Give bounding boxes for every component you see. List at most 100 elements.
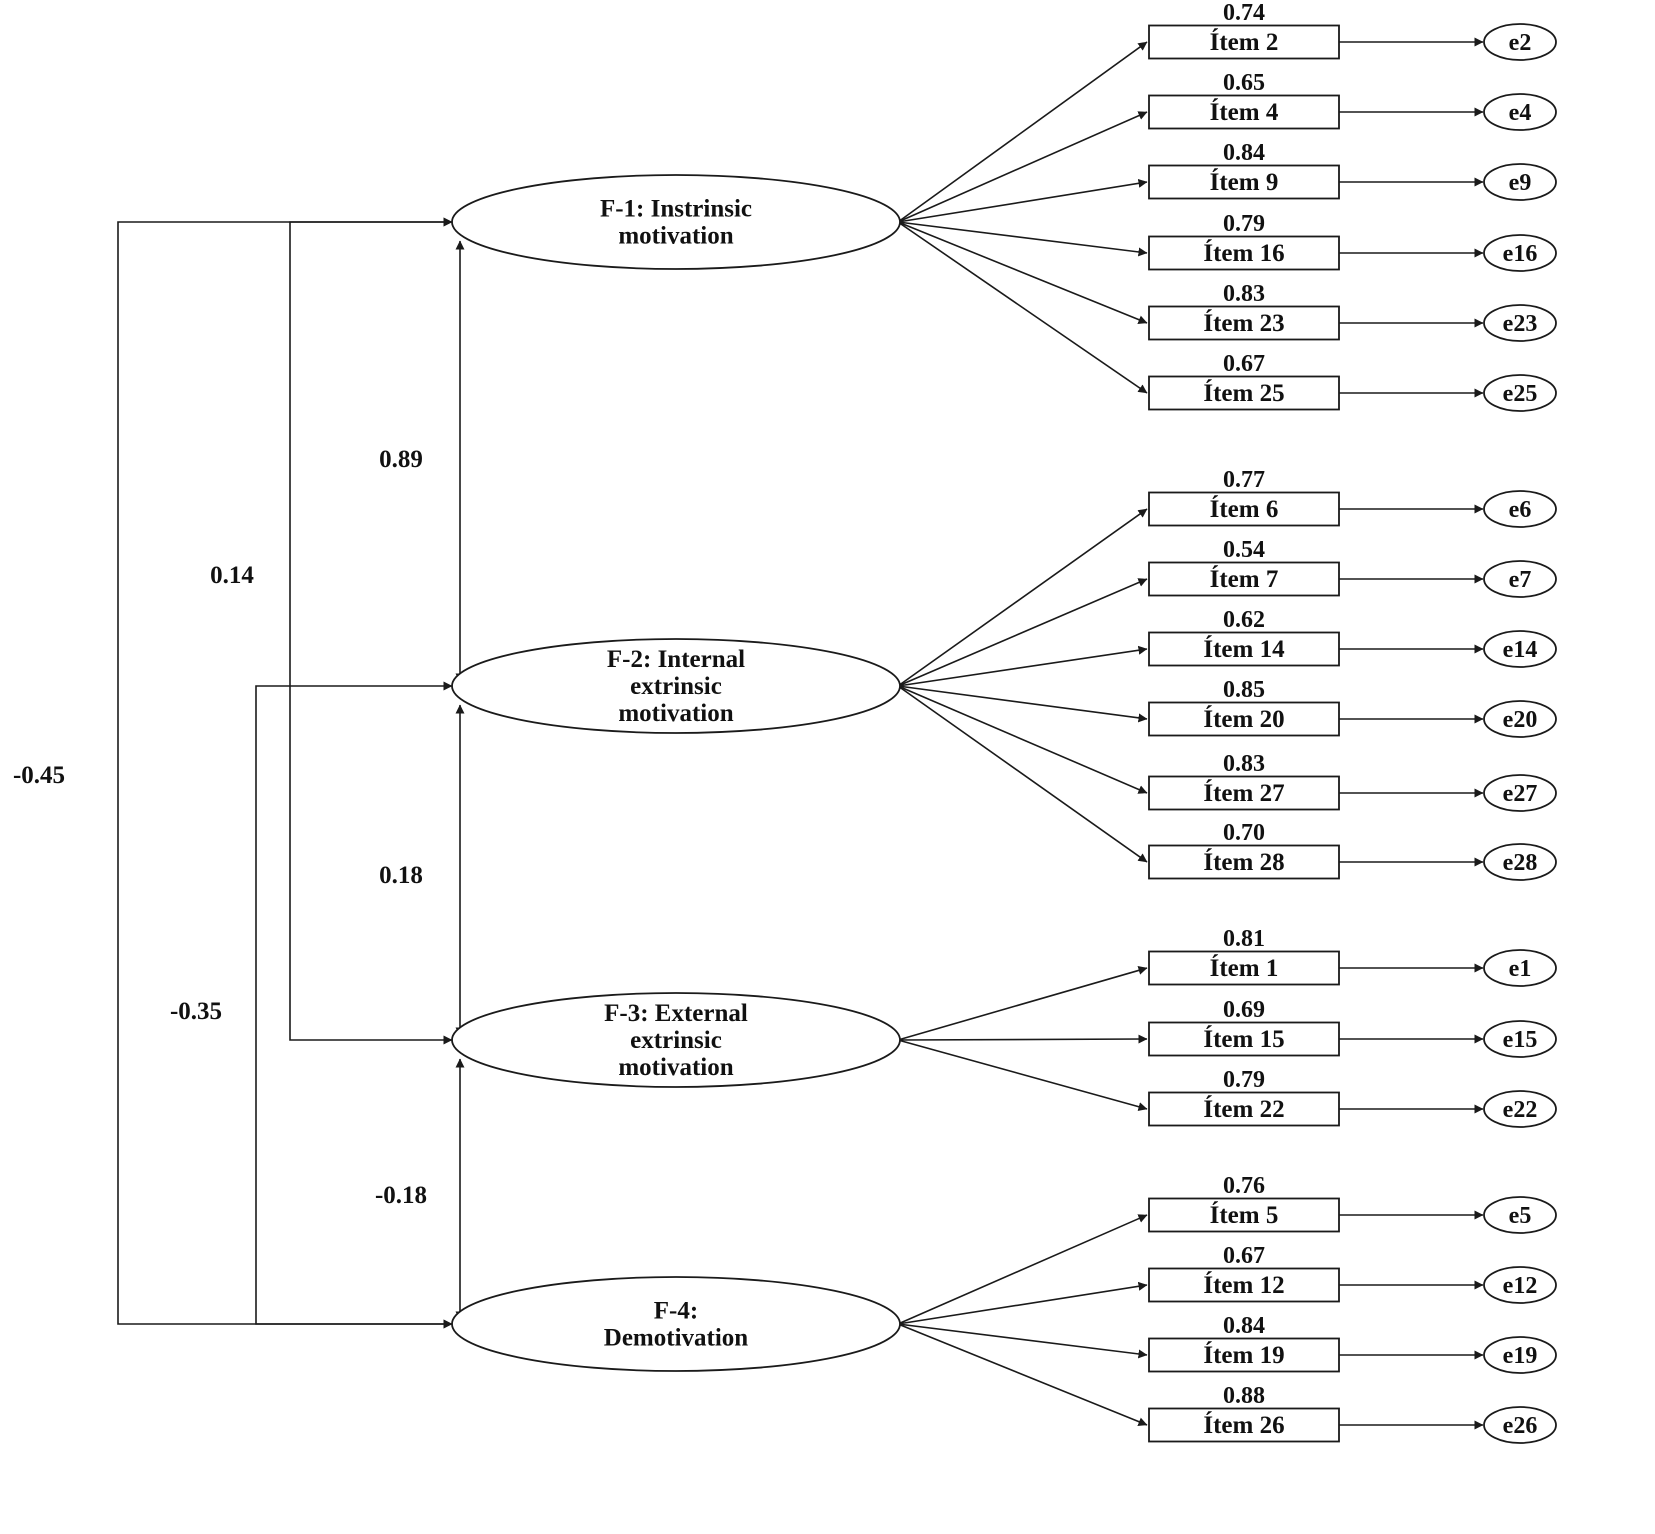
loading-path	[897, 508, 1148, 687]
correlation-path-bracket	[289, 217, 453, 1045]
error-label: e15	[1503, 1027, 1538, 1053]
error-label: e7	[1509, 567, 1532, 593]
error-label: e5	[1509, 1203, 1532, 1229]
item-box	[1148, 950, 1340, 986]
loading-value: 0.84	[1223, 140, 1265, 166]
error-label: e6	[1509, 497, 1532, 523]
loading-path	[897, 685, 1148, 723]
error-ellipse	[1483, 843, 1557, 881]
correlation-value: -0.35	[170, 998, 222, 1025]
correlation-value: 0.18	[379, 862, 423, 889]
item-label: Ítem 12	[1203, 1271, 1284, 1299]
item-box	[1148, 631, 1340, 667]
correlation-path-bracket	[117, 217, 453, 1329]
loading-value: 0.84	[1223, 1313, 1265, 1339]
correlation-paths	[117, 217, 465, 1329]
item-label: Ítem 26	[1203, 1411, 1284, 1439]
item-box	[1148, 305, 1340, 341]
error-label: e16	[1503, 241, 1538, 267]
item-box	[1148, 375, 1340, 411]
factor-ellipse	[451, 992, 901, 1088]
loading-path	[897, 1323, 1148, 1426]
loading-path	[897, 221, 1148, 324]
factor-label-line: F-3: External	[604, 1000, 748, 1027]
item-label: Ítem 5	[1210, 1201, 1279, 1229]
factor-ellipse	[451, 638, 901, 734]
item-box	[1148, 94, 1340, 130]
item-box	[1148, 1267, 1340, 1303]
loading-value: 0.67	[1223, 1243, 1265, 1269]
item-box	[1148, 1337, 1340, 1373]
item-box	[1148, 491, 1340, 527]
error-label: e23	[1503, 311, 1538, 337]
error-label: e4	[1509, 100, 1532, 126]
error-label: e25	[1503, 381, 1538, 407]
error-label: e1	[1509, 956, 1532, 982]
error-ellipse	[1483, 163, 1557, 201]
loading-value: 0.67	[1223, 351, 1265, 377]
loading-value: 0.79	[1223, 1067, 1265, 1093]
factor-ellipse	[451, 1276, 901, 1372]
item-e14: Ítem 140.62 e14	[1148, 607, 1557, 668]
loading-value: 0.83	[1223, 281, 1265, 307]
error-ellipse	[1483, 700, 1557, 738]
factor-f4: F-4:Demotivation	[451, 1276, 901, 1372]
loading-path	[897, 1281, 1148, 1325]
loading-path	[897, 645, 1148, 687]
factor-label-line: extrinsic	[630, 673, 722, 700]
error-ellipse	[1483, 774, 1557, 812]
loading-value: 0.76	[1223, 1173, 1265, 1199]
error-label: e28	[1503, 850, 1538, 876]
loading-path	[897, 111, 1148, 223]
correlation-path-bracket	[255, 681, 453, 1329]
loading-value: 0.70	[1223, 820, 1265, 846]
error-label: e9	[1509, 170, 1532, 196]
error-label: e27	[1503, 781, 1538, 807]
item-label: Ítem 22	[1203, 1095, 1284, 1123]
loading-path	[897, 966, 1148, 1041]
loading-path	[897, 1323, 1148, 1359]
error-ellipse	[1483, 23, 1557, 61]
item-label: Ítem 23	[1203, 309, 1284, 337]
error-label: e14	[1503, 637, 1538, 663]
correlation-value: 0.89	[379, 446, 423, 473]
item-box	[1148, 24, 1340, 60]
correlation-value: -0.18	[375, 1182, 427, 1209]
item-e23: Ítem 230.83 e23	[1148, 281, 1557, 342]
item-e28: Ítem 280.70 e28	[1148, 820, 1557, 881]
item-label: Ítem 25	[1203, 379, 1284, 407]
factor-label-line: F-4:	[654, 1298, 698, 1325]
item-label: Ítem 2	[1210, 28, 1279, 56]
item-e5: Ítem 50.76 e5	[1148, 1173, 1557, 1234]
item-e16: Ítem 160.79 e16	[1148, 211, 1557, 272]
loading-path	[897, 178, 1148, 223]
loading-value: 0.79	[1223, 211, 1265, 237]
item-label: Ítem 16	[1203, 239, 1284, 267]
loading-path	[897, 221, 1148, 257]
factor-label-line: motivation	[618, 223, 733, 250]
loading-value: 0.69	[1223, 997, 1265, 1023]
error-label: e20	[1503, 707, 1538, 733]
item-label: Ítem 14	[1203, 635, 1285, 663]
correlation-labels: 0.890.18-0.180.14-0.35-0.45	[13, 446, 427, 1209]
loading-value: 0.88	[1223, 1383, 1265, 1409]
loading-value: 0.62	[1223, 607, 1265, 633]
error-ellipse	[1483, 374, 1557, 412]
loading-value: 0.65	[1223, 70, 1265, 96]
error-label: e2	[1509, 30, 1532, 56]
factor-label-line: motivation	[618, 700, 733, 727]
factor-label-line: F-1: Instrinsic	[600, 196, 752, 223]
error-ellipse	[1483, 1196, 1557, 1234]
loading-value: 0.85	[1223, 677, 1265, 703]
item-label: Ítem 28	[1203, 848, 1284, 876]
